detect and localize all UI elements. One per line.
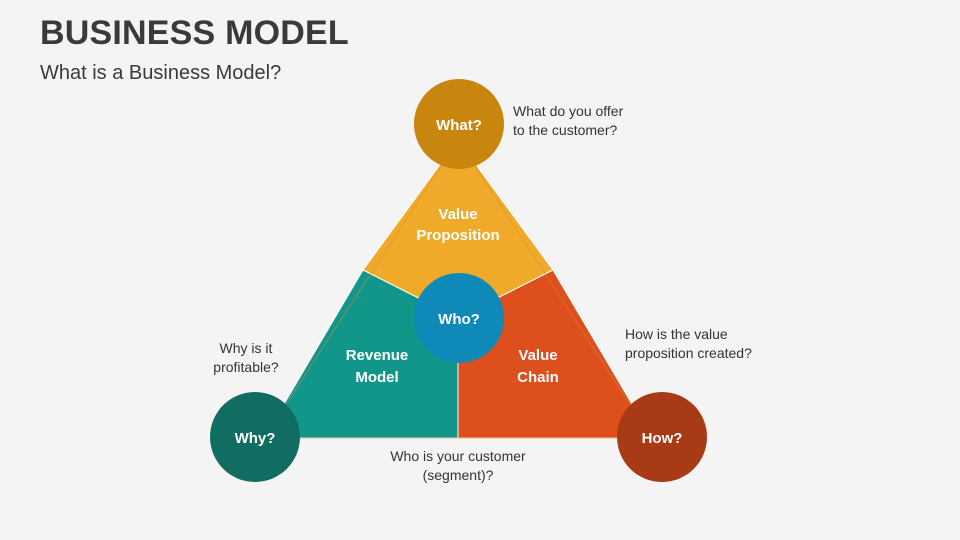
value-chain-label-line1: Value: [518, 347, 557, 364]
how-note-line2: proposition created?: [625, 345, 752, 361]
what-node-label: What?: [436, 117, 482, 134]
page-title: BUSINESS MODEL: [40, 14, 349, 52]
why-node-label: Why?: [235, 430, 276, 447]
what-note: What do you offer to the customer?: [513, 102, 623, 140]
how-node: [617, 392, 707, 482]
value-proposition-label-line1: Value: [438, 206, 477, 223]
page-subtitle: What is a Business Model?: [40, 62, 282, 84]
triangle-outline: [263, 139, 653, 439]
value-chain-label-line2: Chain: [517, 369, 559, 386]
what-note-line2: to the customer?: [513, 122, 618, 138]
how-note: How is the value proposition created?: [625, 325, 752, 363]
revenue-model-label-line2: Model: [355, 369, 398, 386]
why-note-line2: profitable?: [213, 359, 279, 375]
who-note-line1: Who is your customer: [390, 448, 526, 464]
revenue-model-label-line1: Revenue: [346, 347, 409, 364]
how-note-line1: How is the value: [625, 326, 728, 342]
who-node-label: Who?: [438, 311, 480, 328]
value-proposition-label-line2: Proposition: [416, 227, 499, 244]
who-note: Who is your customer (segment)?: [358, 447, 558, 485]
who-note-line2: (segment)?: [422, 467, 494, 483]
why-note: Why is it profitable?: [186, 339, 306, 377]
what-node: [414, 79, 504, 169]
who-node: [414, 273, 504, 363]
how-node-label: How?: [642, 430, 683, 447]
why-node: [210, 392, 300, 482]
why-note-line1: Why is it: [219, 340, 273, 356]
what-note-line1: What do you offer: [513, 103, 624, 119]
